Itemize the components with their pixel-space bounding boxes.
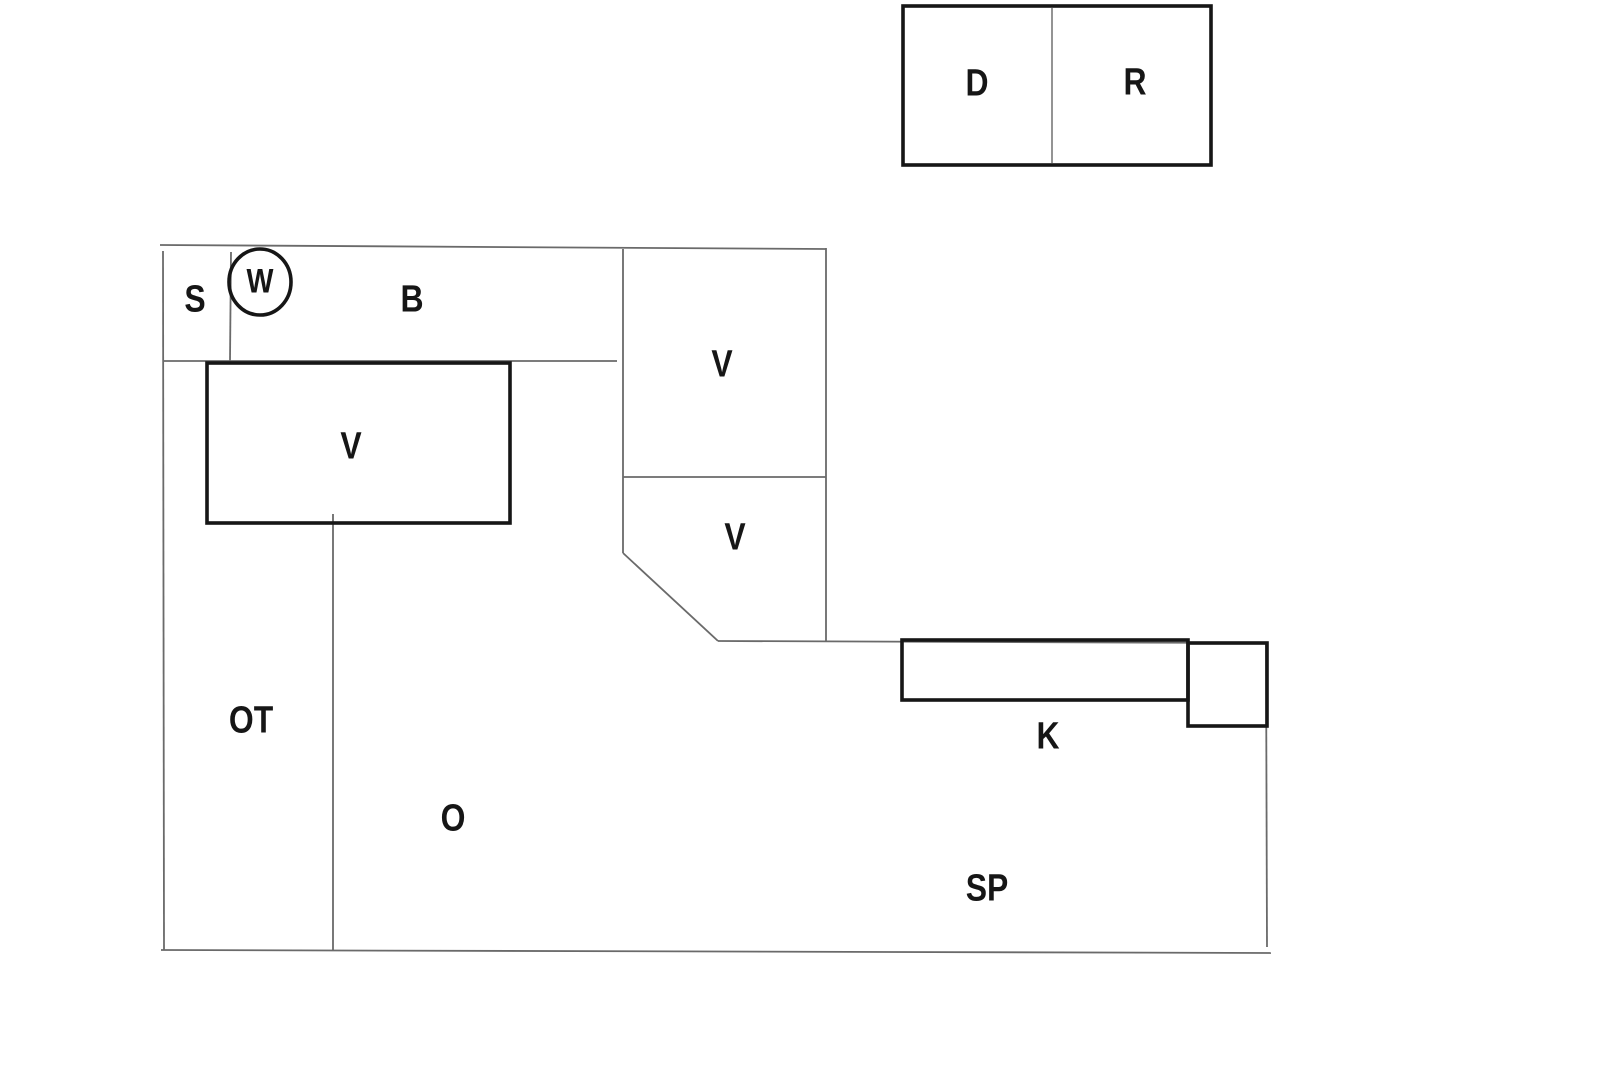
room-label-b: B: [400, 278, 423, 320]
v-section-diagonal: [622, 552, 719, 642]
room-labels: S W B V V V OT O K SP: [184, 262, 1059, 909]
room-label-sp: SP: [966, 867, 1009, 909]
outline-left-edge: [162, 250, 165, 951]
room-label-ot: OT: [229, 699, 274, 741]
outline-top-edge: [159, 244, 827, 250]
detached-box: D R: [901, 4, 1213, 167]
k-counter-rect: [900, 638, 1190, 702]
room-label-o: O: [441, 797, 466, 839]
room-label-d: D: [965, 62, 988, 104]
room-label-v-upper: V: [711, 343, 733, 385]
room-label-r: R: [1123, 61, 1146, 103]
k-corridor-top-line: [717, 640, 1267, 644]
room-label-s: S: [184, 278, 205, 320]
outline-bottom-edge: [160, 949, 1272, 954]
plan-outline: [159, 244, 1272, 954]
room-label-w: W: [247, 262, 274, 300]
detached-box-outline: [901, 4, 1213, 167]
plan-bold-shapes: [205, 247, 1269, 728]
k-corner-square: [1186, 641, 1269, 728]
room-label-v-rect: V: [340, 425, 362, 467]
v-room-rect: [205, 361, 512, 525]
room-label-k: K: [1036, 715, 1059, 757]
w-circle: [227, 247, 293, 317]
room-label-v-lower: V: [724, 516, 746, 558]
